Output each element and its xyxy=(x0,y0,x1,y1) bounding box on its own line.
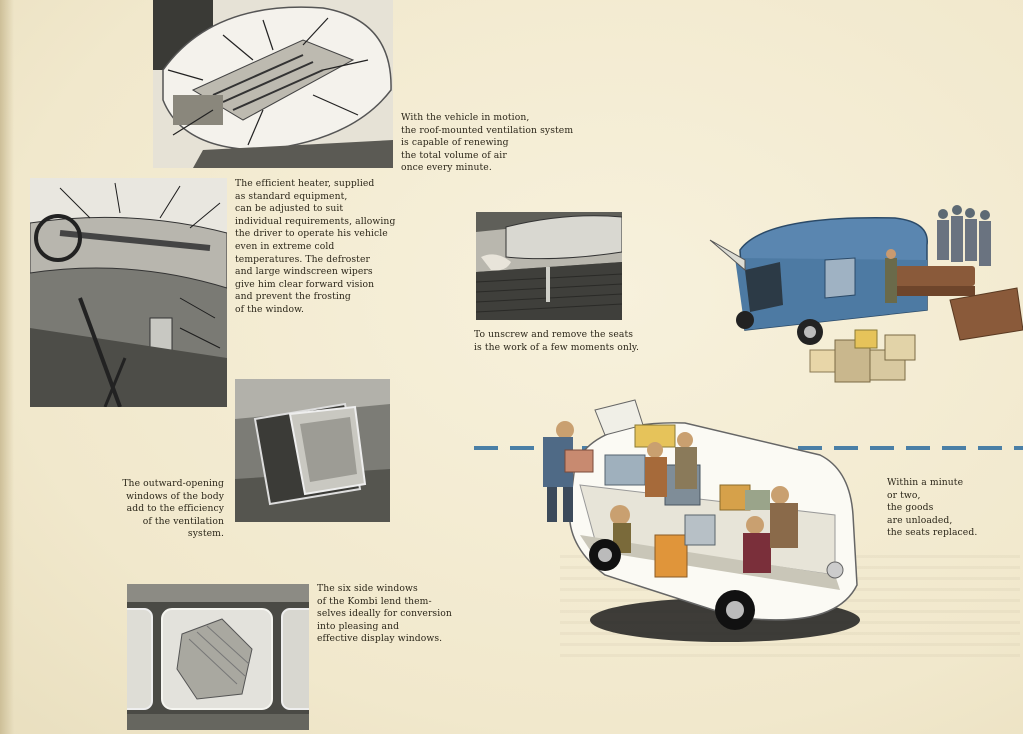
goods-caption: Within a minute or two, the goods are un… xyxy=(887,477,978,539)
seat-removal-photo xyxy=(476,212,622,320)
outward-window-photo xyxy=(235,379,390,522)
heater-dashboard-photo xyxy=(30,178,227,407)
heater-caption: The efficient heater, supplied as standa… xyxy=(235,178,396,315)
page-gutter-shadow xyxy=(0,0,14,734)
roof-ventilation-photo xyxy=(153,0,393,168)
windows-caption: The outward-opening windows of the body … xyxy=(122,478,224,540)
display-caption: The six side windows of the Kombi lend t… xyxy=(317,583,452,645)
kombi-cutaway-illustration xyxy=(535,395,865,650)
seats-caption: To unscrew and remove the seats is the w… xyxy=(474,329,640,353)
ventilation-caption: With the vehicle in motion, the roof-mou… xyxy=(401,112,574,174)
display-windows-photo xyxy=(127,584,309,730)
van-seats-removed-illustration xyxy=(705,200,1023,405)
